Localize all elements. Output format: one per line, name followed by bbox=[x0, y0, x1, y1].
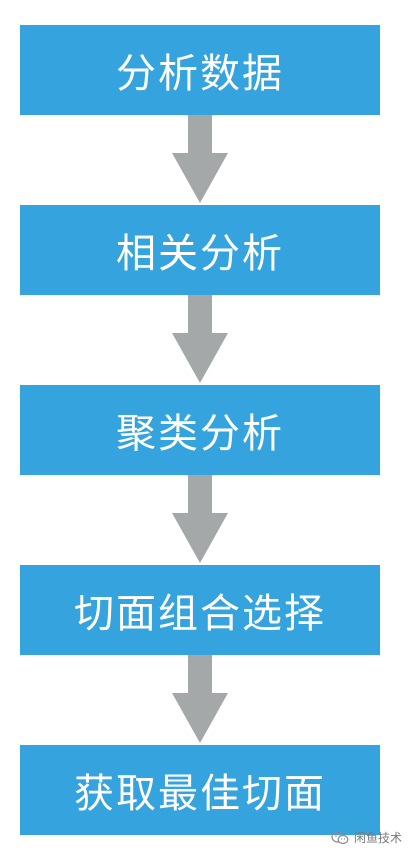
step-facet-combination-selection: 切面组合选择 bbox=[20, 565, 380, 655]
step-analyze-data: 分析数据 bbox=[20, 25, 380, 115]
wechat-icon bbox=[331, 830, 349, 844]
down-arrow-2 bbox=[172, 295, 228, 383]
watermark-text: 闲鱼技术 bbox=[353, 831, 402, 845]
watermark: 闲鱼技术 bbox=[331, 829, 402, 846]
step-cluster-analysis: 聚类分析 bbox=[20, 385, 380, 475]
down-arrow-4 bbox=[172, 655, 228, 743]
step-correlation-analysis: 相关分析 bbox=[20, 205, 380, 295]
down-arrow-3 bbox=[172, 475, 228, 563]
step-get-best-facet: 获取最佳切面 bbox=[20, 745, 380, 835]
down-arrow-1 bbox=[172, 115, 228, 203]
